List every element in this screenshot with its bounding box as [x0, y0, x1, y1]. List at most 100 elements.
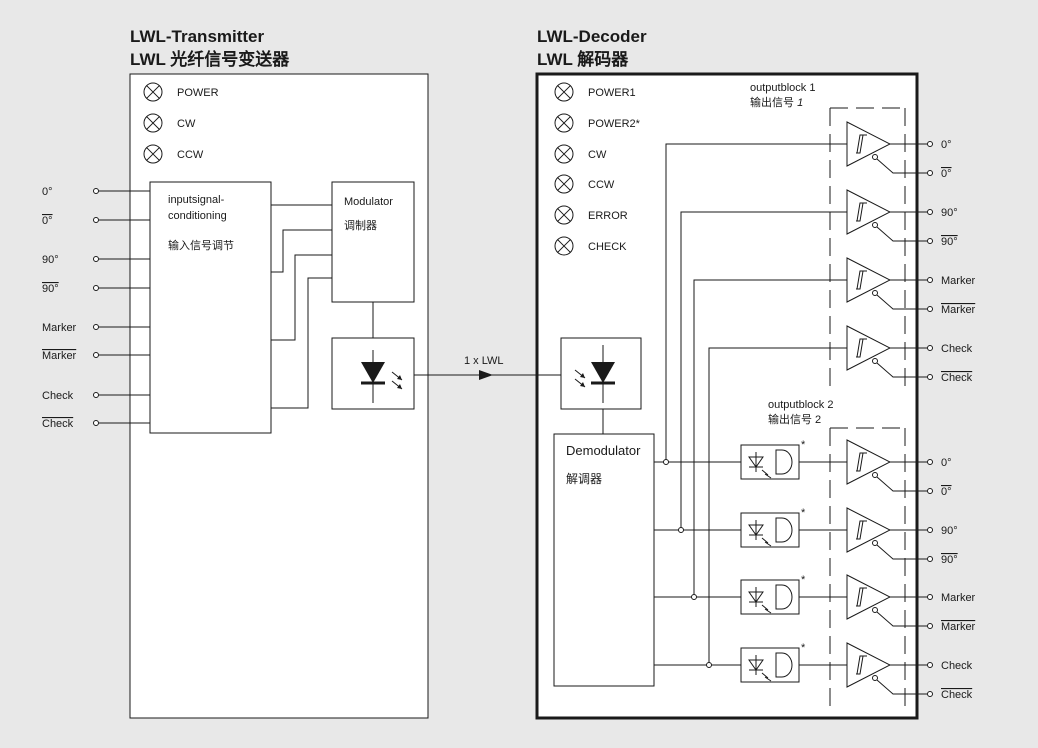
comparator-icon-b2-1: [846, 507, 892, 553]
input-label-2: 90°: [42, 254, 59, 266]
input-conditioning-block: [149, 181, 272, 434]
input-terminal-4: [93, 324, 99, 330]
tx-led-icon-2: [143, 144, 163, 164]
outputblock2-label-cn: 输出信号 2: [768, 412, 821, 426]
optocoupler-star-1: *: [801, 507, 806, 519]
dec-led-icon-5: [554, 236, 574, 256]
input-label-6: Check: [42, 390, 74, 402]
photodiode-receiver-icon: [574, 345, 615, 403]
outputs2-inv-terminal-2: [927, 623, 933, 629]
dec-led-icon-1: [554, 113, 574, 133]
outputs1-label-6: Check: [941, 343, 973, 355]
outputblock2-label: outputblock 2: [768, 399, 833, 411]
input-terminal-5: [93, 352, 99, 358]
comparator-icon-b2-0: [846, 439, 892, 485]
junction-2: [691, 594, 697, 600]
outputblock1-label: outputblock 1: [750, 82, 815, 94]
outputs2-label-2: 90°: [941, 525, 958, 537]
tx-led-label-ccw: CCW: [177, 149, 204, 161]
outputs2-out-terminal-2: [927, 594, 933, 600]
junction-3: [706, 662, 712, 668]
outputs1-inv-wire-1: [876, 226, 927, 242]
outputs2-label-0: 0°: [941, 457, 952, 469]
input-label-1: 0°: [42, 215, 53, 227]
outputs1-inv-wire-3: [876, 362, 927, 378]
outputs1-out-terminal-0: [927, 141, 933, 147]
fiber-link-label: 1 x LWL: [464, 355, 504, 367]
outputs2-label-3: 90°: [941, 554, 958, 566]
outputs1-label-1: 0°: [941, 168, 952, 180]
wire-cond-mod-4: [271, 277, 332, 409]
optocoupler-star-3: *: [801, 642, 806, 654]
outputs1-label-2: 90°: [941, 207, 958, 219]
transmitter-leds: [143, 82, 163, 164]
input-label-7: Check: [42, 418, 74, 430]
transmitter-subtitle: LWL 光纤信号变送器: [130, 49, 290, 69]
dec-led-label-power1: POWER1: [588, 87, 636, 99]
demodulator-label-cn: 解调器: [566, 472, 602, 486]
comparator-icon-b1-0: [846, 121, 892, 167]
decoder-subtitle: LWL 解码器: [537, 49, 629, 69]
outputs2-label-1: 0°: [941, 486, 952, 498]
outputs2-inv-terminal-1: [927, 556, 933, 562]
outputs2-inv-wire-0: [876, 476, 927, 492]
optocoupler-icon-0: [740, 444, 800, 480]
tx-led-label-power: POWER: [177, 87, 219, 99]
input-label-4: Marker: [42, 322, 77, 334]
bus-wire-b1-0: [665, 143, 847, 462]
demodulator-block: [553, 433, 655, 687]
outputs2-label-6: Check: [941, 660, 973, 672]
outputs1-out-terminal-3: [927, 345, 933, 351]
input-label-3: 90°: [42, 283, 59, 295]
outputs1-label-5: Marker: [941, 304, 976, 316]
demodulator-label: Demodulator: [566, 443, 641, 458]
input-label-0: 0°: [42, 186, 53, 198]
conditioning-label-1: inputsignal-: [168, 194, 225, 206]
outputs1-label-7: Check: [941, 372, 973, 384]
input-terminal-1: [93, 217, 99, 223]
tx-led-icon-0: [143, 82, 163, 102]
wire-cond-mod-2: [271, 229, 332, 273]
outputs1-out-terminal-1: [927, 209, 933, 215]
dec-led-icon-2: [554, 144, 574, 164]
comparator-icon-b2-2: [846, 574, 892, 620]
bus-wire-b1-3: [708, 347, 847, 665]
outputs1-inv-terminal-2: [927, 306, 933, 312]
input-terminal-0: [93, 188, 99, 194]
outputs2-inv-wire-3: [876, 679, 927, 695]
dec-led-label-power2: POWER2*: [588, 118, 641, 130]
outputs2-inv-terminal-3: [927, 691, 933, 697]
modulator-label-cn: 调制器: [344, 219, 377, 232]
outputs2-inv-wire-1: [876, 544, 927, 560]
outputs1-inv-terminal-1: [927, 238, 933, 244]
comparator-icon-b1-1: [846, 189, 892, 235]
tx-led-icon-1: [143, 113, 163, 133]
junction-1: [678, 527, 684, 533]
outputs1-inv-terminal-0: [927, 170, 933, 176]
bus-wire-b1-2: [693, 279, 847, 597]
outputs1-out-terminal-2: [927, 277, 933, 283]
outputs2-label-7: Check: [941, 689, 973, 701]
input-terminal-2: [93, 256, 99, 262]
decoder-leds: [554, 82, 574, 256]
optocoupler-icon-1: [740, 512, 800, 548]
outputs2-inv-wire-2: [876, 611, 927, 627]
input-terminal-6: [93, 392, 99, 398]
outputs2-out-terminal-0: [927, 459, 933, 465]
outputs2-label-5: Marker: [941, 621, 976, 633]
dec-led-label-cw: CW: [588, 149, 607, 161]
outputs1-inv-wire-2: [876, 294, 927, 310]
conditioning-label-2: conditioning: [168, 210, 227, 222]
outputs1-inv-wire-0: [876, 158, 927, 174]
transmitter-title: LWL-Transmitter: [130, 27, 265, 46]
decoder-channels: 0°0°90°90°MarkerMarkerCheckCheck*0°0°*90…: [654, 121, 976, 701]
outputs2-inv-terminal-0: [927, 488, 933, 494]
input-terminal-7: [93, 420, 99, 426]
outputs2-out-terminal-1: [927, 527, 933, 533]
dec-led-label-ccw: CCW: [588, 179, 615, 191]
optocoupler-icon-3: [740, 647, 800, 683]
dec-led-icon-3: [554, 174, 574, 194]
comparator-icon-b2-3: [846, 642, 892, 688]
